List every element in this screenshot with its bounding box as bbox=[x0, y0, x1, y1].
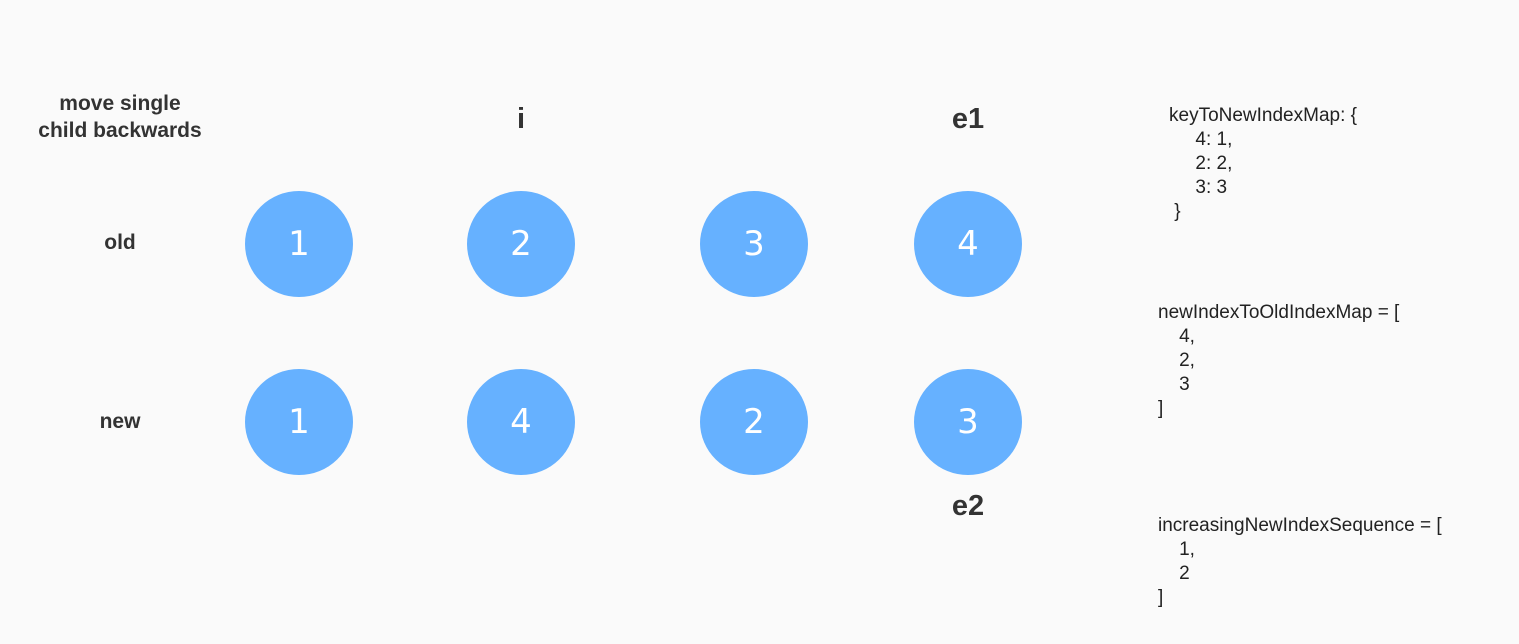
code-line: 1, bbox=[1158, 539, 1195, 560]
marker-i: i bbox=[516, 103, 526, 135]
row-label-old: old bbox=[104, 231, 136, 254]
code-line: 4, bbox=[1158, 326, 1195, 347]
old-node-1: 1 bbox=[245, 191, 353, 297]
code-line: ] bbox=[1158, 398, 1164, 419]
new-node-1: 1 bbox=[245, 369, 353, 475]
code-line: 4: 1, bbox=[1169, 129, 1233, 150]
code-line: 2, bbox=[1158, 350, 1195, 371]
old-node-3: 3 bbox=[700, 191, 808, 297]
marker-e2: e2 bbox=[951, 490, 985, 522]
code-line: newIndexToOldIndexMap = [ bbox=[1158, 302, 1400, 323]
title-line-1: move single bbox=[59, 92, 181, 115]
code-line: 2: 2, bbox=[1169, 153, 1233, 174]
code-line: 3: 3 bbox=[1169, 177, 1228, 198]
code-line: ] bbox=[1158, 587, 1164, 608]
title-line-2: child backwards bbox=[38, 119, 202, 142]
row-label-new: new bbox=[99, 410, 141, 433]
new-node-4: 3 bbox=[914, 369, 1022, 475]
increasing-new-index-sequence: increasingNewIndexSequence = [ 1, 2 ] bbox=[1158, 514, 1442, 610]
old-node-2: 2 bbox=[467, 191, 575, 297]
old-node-4: 4 bbox=[914, 191, 1022, 297]
new-node-2: 4 bbox=[467, 369, 575, 475]
new-index-to-old-index-map: newIndexToOldIndexMap = [ 4, 2, 3 ] bbox=[1158, 301, 1399, 421]
code-line: increasingNewIndexSequence = [ bbox=[1158, 515, 1442, 536]
key-to-new-index-map: keyToNewIndexMap: { 4: 1, 2: 2, 3: 3 } bbox=[1169, 104, 1357, 224]
marker-e1: e1 bbox=[951, 103, 985, 135]
code-line: keyToNewIndexMap: { bbox=[1169, 105, 1357, 126]
diagram-title: move single child backwards bbox=[20, 90, 220, 144]
code-line: } bbox=[1169, 201, 1181, 222]
code-line: 2 bbox=[1158, 563, 1190, 584]
new-node-3: 2 bbox=[700, 369, 808, 475]
code-line: 3 bbox=[1158, 374, 1190, 395]
